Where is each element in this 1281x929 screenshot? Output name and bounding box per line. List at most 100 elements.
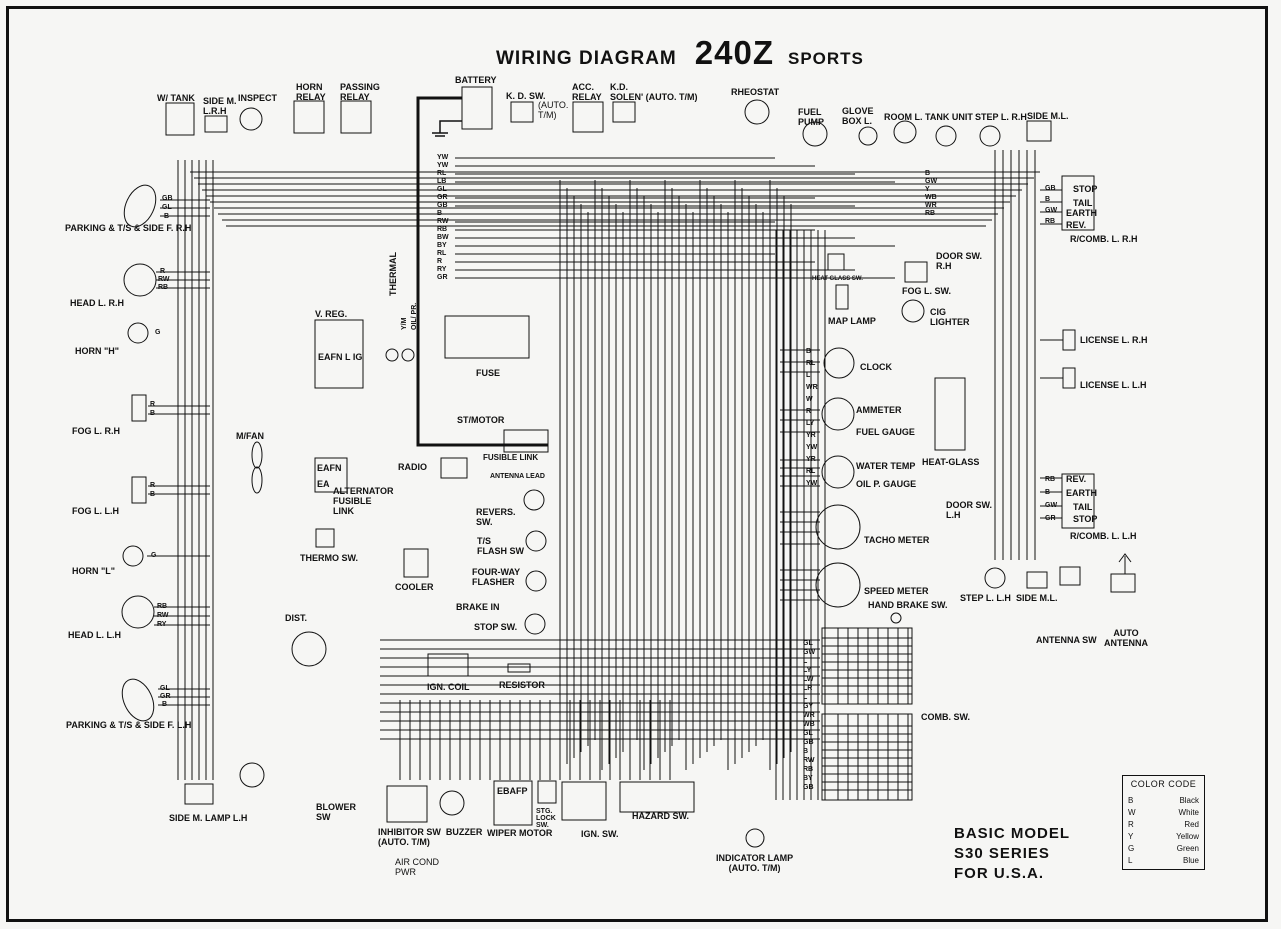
indicator-lamp-symbol bbox=[745, 828, 765, 848]
wire-label: L bbox=[803, 658, 808, 665]
title-right: SPORTS bbox=[787, 49, 864, 68]
wire-label: WR bbox=[803, 712, 815, 719]
wire-label: GR bbox=[437, 194, 448, 201]
label-wiper: WIPER MOTOR bbox=[487, 828, 553, 838]
wire-label: WR bbox=[925, 202, 937, 209]
label-indicator: INDICATOR LAMP (AUTO. T/M) bbox=[716, 853, 794, 873]
oil-pr-symbol bbox=[401, 348, 415, 362]
label-thermal: THERMAL bbox=[388, 252, 398, 296]
license-lh-symbol bbox=[1062, 367, 1076, 389]
label-head-rh: HEAD L. R.H bbox=[70, 298, 124, 308]
horn-h-symbol bbox=[127, 322, 149, 344]
label-door-sw-rh: DOOR SW. R.H bbox=[936, 251, 983, 271]
r-comb-rh-symbol bbox=[1061, 175, 1095, 231]
label-license-lh: LICENSE L. L.H bbox=[1080, 380, 1147, 390]
label-fog-lh: FOG L. L.H bbox=[72, 506, 119, 516]
color-code-title: COLOR CODE bbox=[1130, 779, 1197, 789]
comb-sw-upper-block bbox=[821, 627, 913, 705]
ign-sw-symbol bbox=[561, 781, 607, 821]
color-code-name: White bbox=[1178, 808, 1199, 817]
wire-horn-l: G bbox=[151, 552, 157, 559]
label-stg-lock: STG. LOCK SW. bbox=[536, 808, 556, 829]
fan-blade-bottom bbox=[251, 466, 263, 494]
wire-label: WB bbox=[803, 721, 815, 728]
color-code-key: R bbox=[1128, 820, 1134, 829]
label-v-reg: V. REG. bbox=[315, 309, 348, 319]
heat-glass-symbol bbox=[934, 377, 966, 451]
wire-label: LR bbox=[803, 685, 813, 692]
label-head-lh: HEAD L. L.H bbox=[68, 630, 121, 640]
wire-label: YW bbox=[806, 480, 818, 487]
label-battery: BATTERY bbox=[455, 75, 497, 85]
wire-label: YW bbox=[806, 444, 818, 451]
basic-model-line-1: BASIC MODEL bbox=[954, 825, 1070, 842]
buzzer-symbol bbox=[439, 790, 465, 816]
label-four-way: FOUR-WAY FLASHER bbox=[472, 567, 521, 587]
label-side-ml-lh: SIDE M.L. bbox=[1016, 593, 1058, 603]
wire-fog-lh-1: R bbox=[150, 482, 156, 489]
label-combo-rh-tail: TAIL bbox=[1073, 198, 1093, 208]
color-code-key: B bbox=[1128, 796, 1134, 805]
wire-label: GB bbox=[803, 739, 814, 746]
label-r-comb-lh: R/COMB. L. L.H bbox=[1070, 531, 1137, 541]
glove-box-lamp-symbol bbox=[858, 126, 878, 146]
label-combo-rh-earth: EARTH bbox=[1066, 208, 1097, 218]
label-step-lamp-rh: STEP L. R.H bbox=[975, 112, 1027, 122]
label-inspect: INSPECT bbox=[238, 93, 278, 103]
wire-label: RB bbox=[437, 226, 448, 233]
blower-motor-symbol bbox=[239, 762, 265, 788]
color-code-key: W bbox=[1128, 808, 1136, 817]
fog-lamp-lh-symbol bbox=[131, 476, 147, 504]
wire-head-lh-1: RB bbox=[157, 603, 168, 610]
label-antenna-sw: ANTENNA SW bbox=[1036, 635, 1097, 645]
label-cooler: COOLER bbox=[395, 582, 434, 592]
label-combo-lh-stop: STOP bbox=[1073, 514, 1098, 524]
label-side-ml-rh: SIDE M.L. bbox=[1027, 111, 1069, 121]
wire-label: R bbox=[806, 408, 812, 415]
fuel-pump-symbol bbox=[802, 121, 828, 147]
wire-parking-rh-1: GB bbox=[162, 195, 173, 202]
head-lamp-lh-symbol bbox=[121, 595, 155, 629]
label-license-rh: LICENSE L. R.H bbox=[1080, 335, 1148, 345]
wire-label: GW bbox=[1045, 207, 1058, 214]
water-temp-symbol bbox=[821, 455, 855, 489]
label-step-lamp-lh: STEP L. L.H bbox=[960, 593, 1011, 603]
hazard-sw-symbol bbox=[619, 781, 695, 813]
basic-model-line-2: S30 SERIES bbox=[954, 845, 1050, 862]
wiper-motor-symbol bbox=[493, 780, 533, 826]
horn-l-symbol bbox=[122, 545, 144, 567]
label-speed: SPEED METER bbox=[864, 586, 929, 596]
color-code-name: Green bbox=[1176, 844, 1199, 853]
label-kd-solenoid: K.D. SOLEN' (AUTO. T/M) bbox=[610, 82, 698, 102]
wire-label: RW bbox=[803, 757, 815, 764]
wire-label: WR bbox=[806, 384, 818, 391]
label-parking-rh: PARKING & T/S & SIDE F. R.H bbox=[65, 223, 192, 233]
wire-label: LY bbox=[803, 667, 812, 674]
wire-label: L bbox=[806, 372, 811, 379]
label-clock: CLOCK bbox=[860, 362, 892, 372]
revers-sw-symbol bbox=[523, 489, 545, 511]
label-fuel-pump: FUEL PUMP bbox=[798, 107, 825, 127]
wire-label: GL bbox=[803, 640, 813, 647]
label-water-temp: WATER TEMP bbox=[856, 461, 916, 471]
ign-coil-symbol bbox=[427, 653, 469, 677]
auto-antenna-mast bbox=[1118, 553, 1132, 574]
wire-label: YR bbox=[806, 456, 816, 463]
label-comb-sw: COMB. SW. bbox=[921, 712, 970, 722]
label-fog-rh: FOG L. R.H bbox=[72, 426, 120, 436]
wire-label: GB bbox=[803, 784, 814, 791]
wire-label: BY bbox=[437, 242, 447, 249]
wire-label: R bbox=[437, 258, 443, 265]
fuse-box-symbol bbox=[444, 315, 530, 359]
wire-label: RL bbox=[437, 170, 447, 177]
main-battery-cable bbox=[416, 96, 548, 447]
label-horn-l: HORN "L" bbox=[72, 566, 116, 576]
rheostat-symbol bbox=[744, 99, 770, 125]
wire-fog-lh-2: B bbox=[150, 491, 156, 498]
wire-label: LB bbox=[437, 178, 447, 185]
wire-head-rh-1: R bbox=[160, 268, 166, 275]
label-revers-sw: REVERS. SW. bbox=[476, 507, 516, 527]
